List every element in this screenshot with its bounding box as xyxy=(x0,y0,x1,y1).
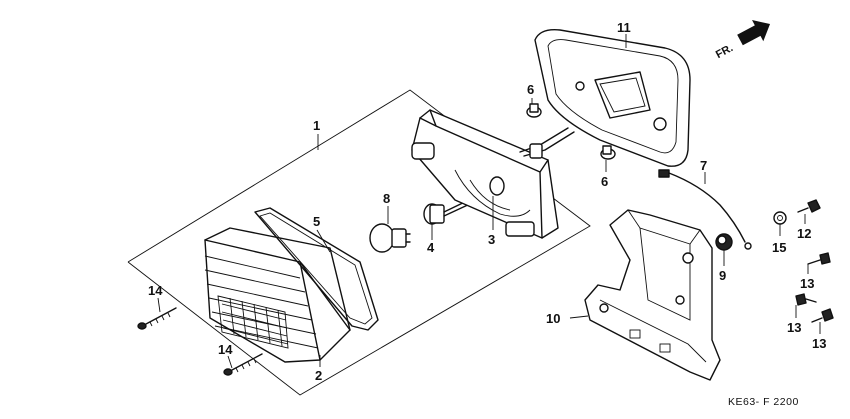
figure-code: KE63- F 2200 xyxy=(728,396,799,408)
callout-13-b: 13 xyxy=(787,320,801,335)
callout-6-upper: 6 xyxy=(527,82,534,97)
callout-13-c: 13 xyxy=(812,336,826,351)
screw-14-lower xyxy=(223,353,263,376)
callout-9: 9 xyxy=(719,268,726,283)
bolt-13-a xyxy=(807,252,831,265)
leader-lines xyxy=(157,34,821,369)
bolt-12 xyxy=(797,199,821,213)
wire-harness xyxy=(658,169,752,250)
callout-14-lower: 14 xyxy=(218,342,233,357)
tail-light-housing xyxy=(411,109,575,239)
callout-7: 7 xyxy=(700,158,707,173)
callout-15: 15 xyxy=(772,240,786,255)
front-arrow-icon xyxy=(737,20,771,46)
lens-gasket xyxy=(254,207,379,331)
front-direction-marker: FR. xyxy=(714,20,771,61)
callout-13-a: 13 xyxy=(800,276,814,291)
callout-14-upper: 14 xyxy=(148,283,163,298)
screw-14-upper xyxy=(137,307,177,330)
callout-5: 5 xyxy=(313,214,320,229)
bolt-13-b xyxy=(795,293,817,306)
callout-4: 4 xyxy=(427,240,435,255)
assembly-group-outline xyxy=(127,89,591,396)
callout-3: 3 xyxy=(488,232,495,247)
bulb xyxy=(369,223,411,253)
screw-6-upper xyxy=(526,103,542,118)
callout-6-lower: 6 xyxy=(601,174,608,189)
front-label: FR. xyxy=(714,42,735,61)
license-bracket xyxy=(584,209,721,381)
callout-11: 11 xyxy=(617,20,631,35)
callout-10: 10 xyxy=(546,311,560,326)
washer xyxy=(773,211,787,225)
callout-1: 1 xyxy=(313,118,320,133)
callout-8: 8 xyxy=(383,191,390,206)
callout-2: 2 xyxy=(315,368,322,383)
bolt-13-c xyxy=(811,308,834,323)
rear-cover xyxy=(534,29,691,167)
screw-6-lower xyxy=(600,145,616,160)
callout-12: 12 xyxy=(797,226,811,241)
grommet xyxy=(715,233,733,251)
tail-lens xyxy=(204,227,351,363)
